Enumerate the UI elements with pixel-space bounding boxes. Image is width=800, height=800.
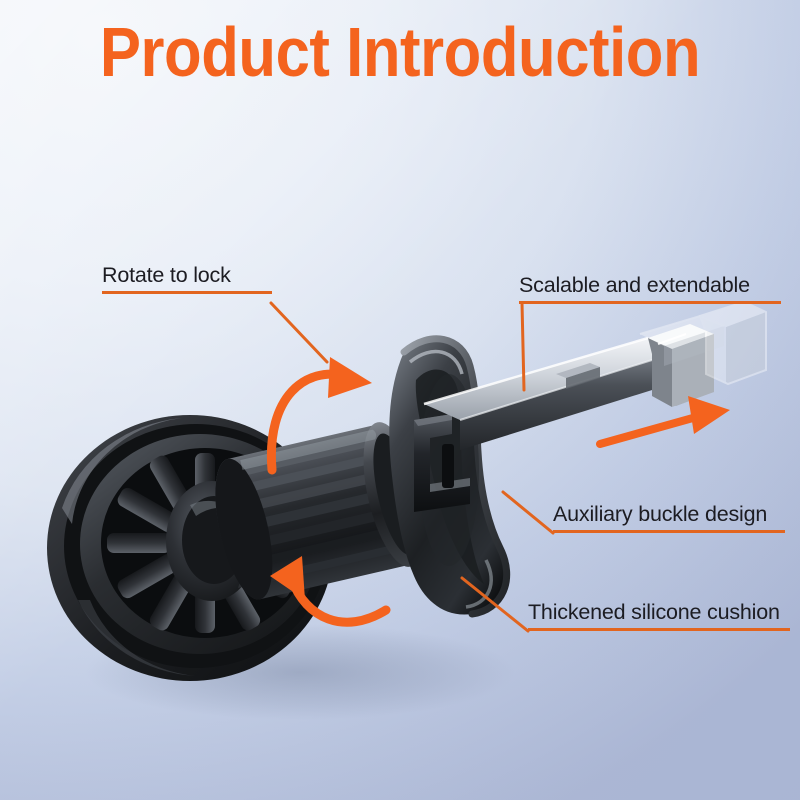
callout-rule-scalable-and-extendable [519, 301, 781, 304]
rotation-arrow-top [266, 369, 351, 475]
rotation-arrowhead-bottom [270, 556, 305, 600]
callout-label-thickened-silicone-cushion: Thickened silicone cushion [528, 600, 780, 624]
leader-thickened-silicone-cushion [460, 576, 530, 633]
star-knob-silicone-cushion [389, 335, 511, 618]
rotation-arrowhead-top [328, 357, 372, 398]
telescoping-metal-arm [423, 336, 685, 450]
callout-scalable-and-extendable: Scalable and extendable [519, 272, 781, 304]
callout-auxiliary-buckle-design: Auxiliary buckle design [553, 501, 785, 533]
knob-ribs [242, 439, 399, 581]
rotation-arrow-bottom [287, 575, 391, 627]
ghost-extended-arm [639, 300, 767, 386]
auxiliary-buckle [414, 414, 470, 512]
leader-rotate-to-lock [269, 301, 329, 364]
product-shadow [85, 624, 515, 720]
callout-rotate-to-lock: Rotate to lock [102, 262, 272, 294]
callout-thickened-silicone-cushion: Thickened silicone cushion [528, 599, 790, 631]
callout-rule-auxiliary-buckle-design [553, 530, 785, 533]
callout-label-scalable-and-extendable: Scalable and extendable [519, 273, 750, 297]
callout-label-rotate-to-lock: Rotate to lock [102, 263, 231, 287]
suction-cup-base [47, 415, 333, 681]
leader-scalable-and-extendable [520, 301, 526, 392]
page-title: Product Introduction [99, 13, 701, 91]
callout-rule-rotate-to-lock [102, 291, 272, 294]
leader-auxiliary-buckle-design [501, 490, 555, 535]
extension-arrow [596, 396, 730, 448]
suction-cup-hub [166, 481, 258, 601]
callout-rule-thickened-silicone-cushion [528, 628, 790, 631]
suction-cup-spokes [107, 453, 303, 633]
arm-hook-end [648, 324, 714, 407]
callout-label-auxiliary-buckle-design: Auxiliary buckle design [553, 502, 768, 526]
ribbed-locking-knob [215, 422, 425, 600]
